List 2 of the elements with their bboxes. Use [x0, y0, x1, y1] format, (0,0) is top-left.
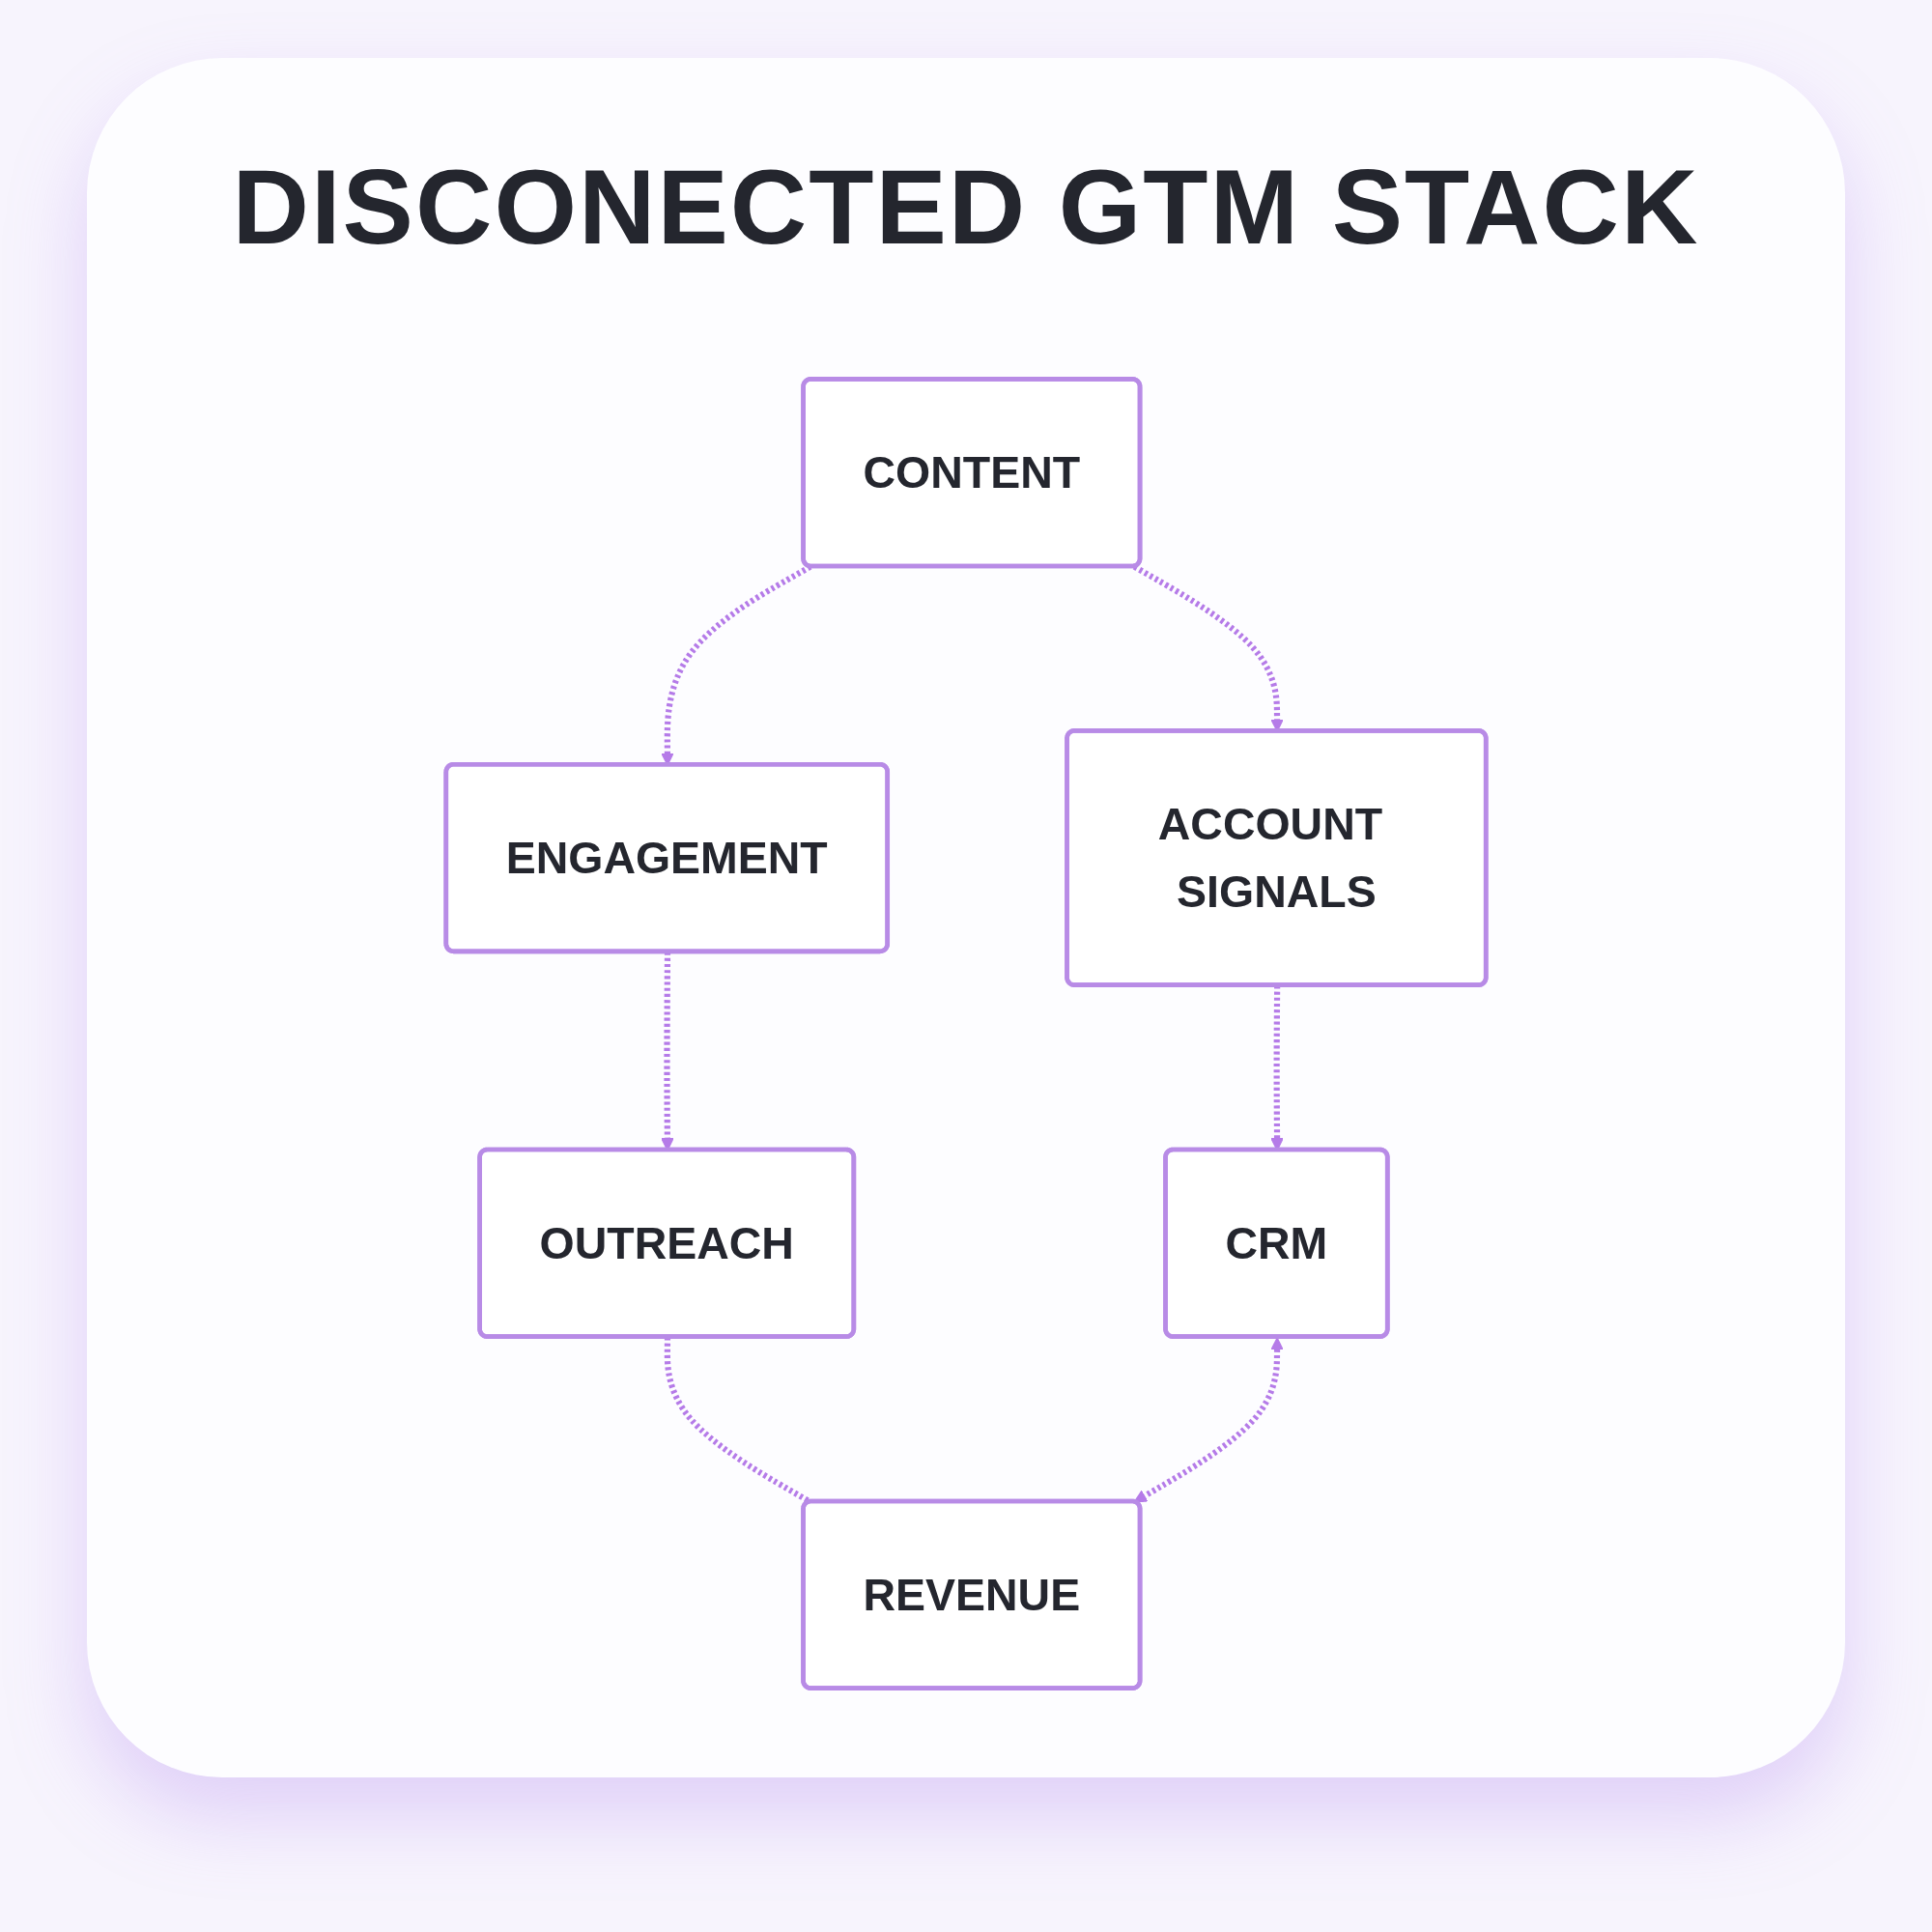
arrow: [1133, 1337, 1284, 1503]
diagram-title: DISCONECTED GTM STACK: [231, 146, 1701, 268]
